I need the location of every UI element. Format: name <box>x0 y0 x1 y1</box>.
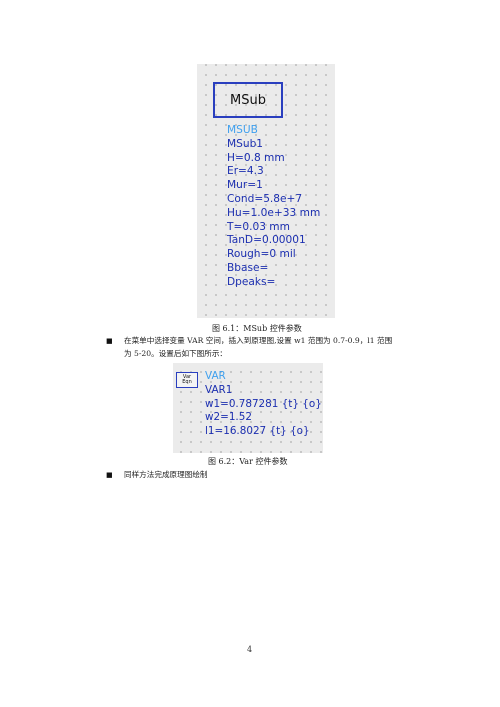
msub-param-cond[interactable]: Cond=5.8e+7 <box>227 192 303 205</box>
var-param-l1[interactable]: l1=16.8027 {t} {o} <box>205 425 310 438</box>
msub-param-mur[interactable]: Mur=1 <box>227 179 263 192</box>
figure1-caption: 图 6.1：MSub 控件参数 <box>212 324 302 333</box>
bullet2-text: 同样方法完成原理图绘制 <box>124 470 208 479</box>
var-icon-label-bottom: Eqn <box>182 379 192 385</box>
page-number: 4 <box>247 645 253 654</box>
bullet-marker: ■ <box>106 471 113 479</box>
figure2-caption: 图 6.2：Var 控件参数 <box>208 457 288 466</box>
var-parameter-list: VAR VAR1 w1=0.787281 {t} {o} w2=1.52 l1=… <box>205 370 322 439</box>
msub-param-h[interactable]: H=0.8 mm <box>227 151 285 164</box>
var-param-w2[interactable]: w2=1.52 <box>205 411 252 424</box>
bullet-marker: ■ <box>106 337 113 345</box>
msub-component-label: MSub <box>230 92 266 108</box>
msub-param-type[interactable]: MSUB <box>227 124 258 136</box>
msub-parameter-list: MSUB MSub1 H=0.8 mm Er=4.3 Mur=1 Cond=5.… <box>227 124 320 290</box>
var-icon-label-top: Var <box>182 373 192 380</box>
bullet1-text-line1: 在菜单中选择变量 VAR 空间，插入到原理图,设置 w1 范围为 0.7-0.9… <box>124 336 393 345</box>
msub-param-rough[interactable]: Rough=0 mil <box>227 248 296 261</box>
msub-param-er[interactable]: Er=4.3 <box>227 165 264 178</box>
msub-param-dpeaks[interactable]: Dpeaks= <box>227 275 276 288</box>
msub-param-hu[interactable]: Hu=1.0e+33 mm <box>227 206 321 219</box>
msub-component-symbol[interactable]: MSub <box>213 82 283 118</box>
var-eqn-icon[interactable]: Var Eqn <box>176 372 198 388</box>
msub-param-bbase[interactable]: Bbase= <box>227 261 269 274</box>
var-param-w1[interactable]: w1=0.787281 {t} {o} <box>205 397 322 410</box>
bullet1-text-line2: 为 5-20。设置后如下图所示： <box>124 349 228 358</box>
msub-param-instance[interactable]: MSub1 <box>227 137 264 150</box>
msub-param-t[interactable]: T=0.03 mm <box>227 220 290 233</box>
var-component-figure: Var Eqn VAR VAR1 w1=0.787281 {t} {o} w2=… <box>173 363 323 453</box>
var-param-type[interactable]: VAR <box>205 370 226 382</box>
msub-component-figure: MSub MSUB MSub1 H=0.8 mm Er=4.3 Mur=1 Co… <box>197 64 335 318</box>
var-param-instance[interactable]: VAR1 <box>205 383 233 396</box>
msub-param-tand[interactable]: TanD=0.00001 <box>227 234 306 247</box>
